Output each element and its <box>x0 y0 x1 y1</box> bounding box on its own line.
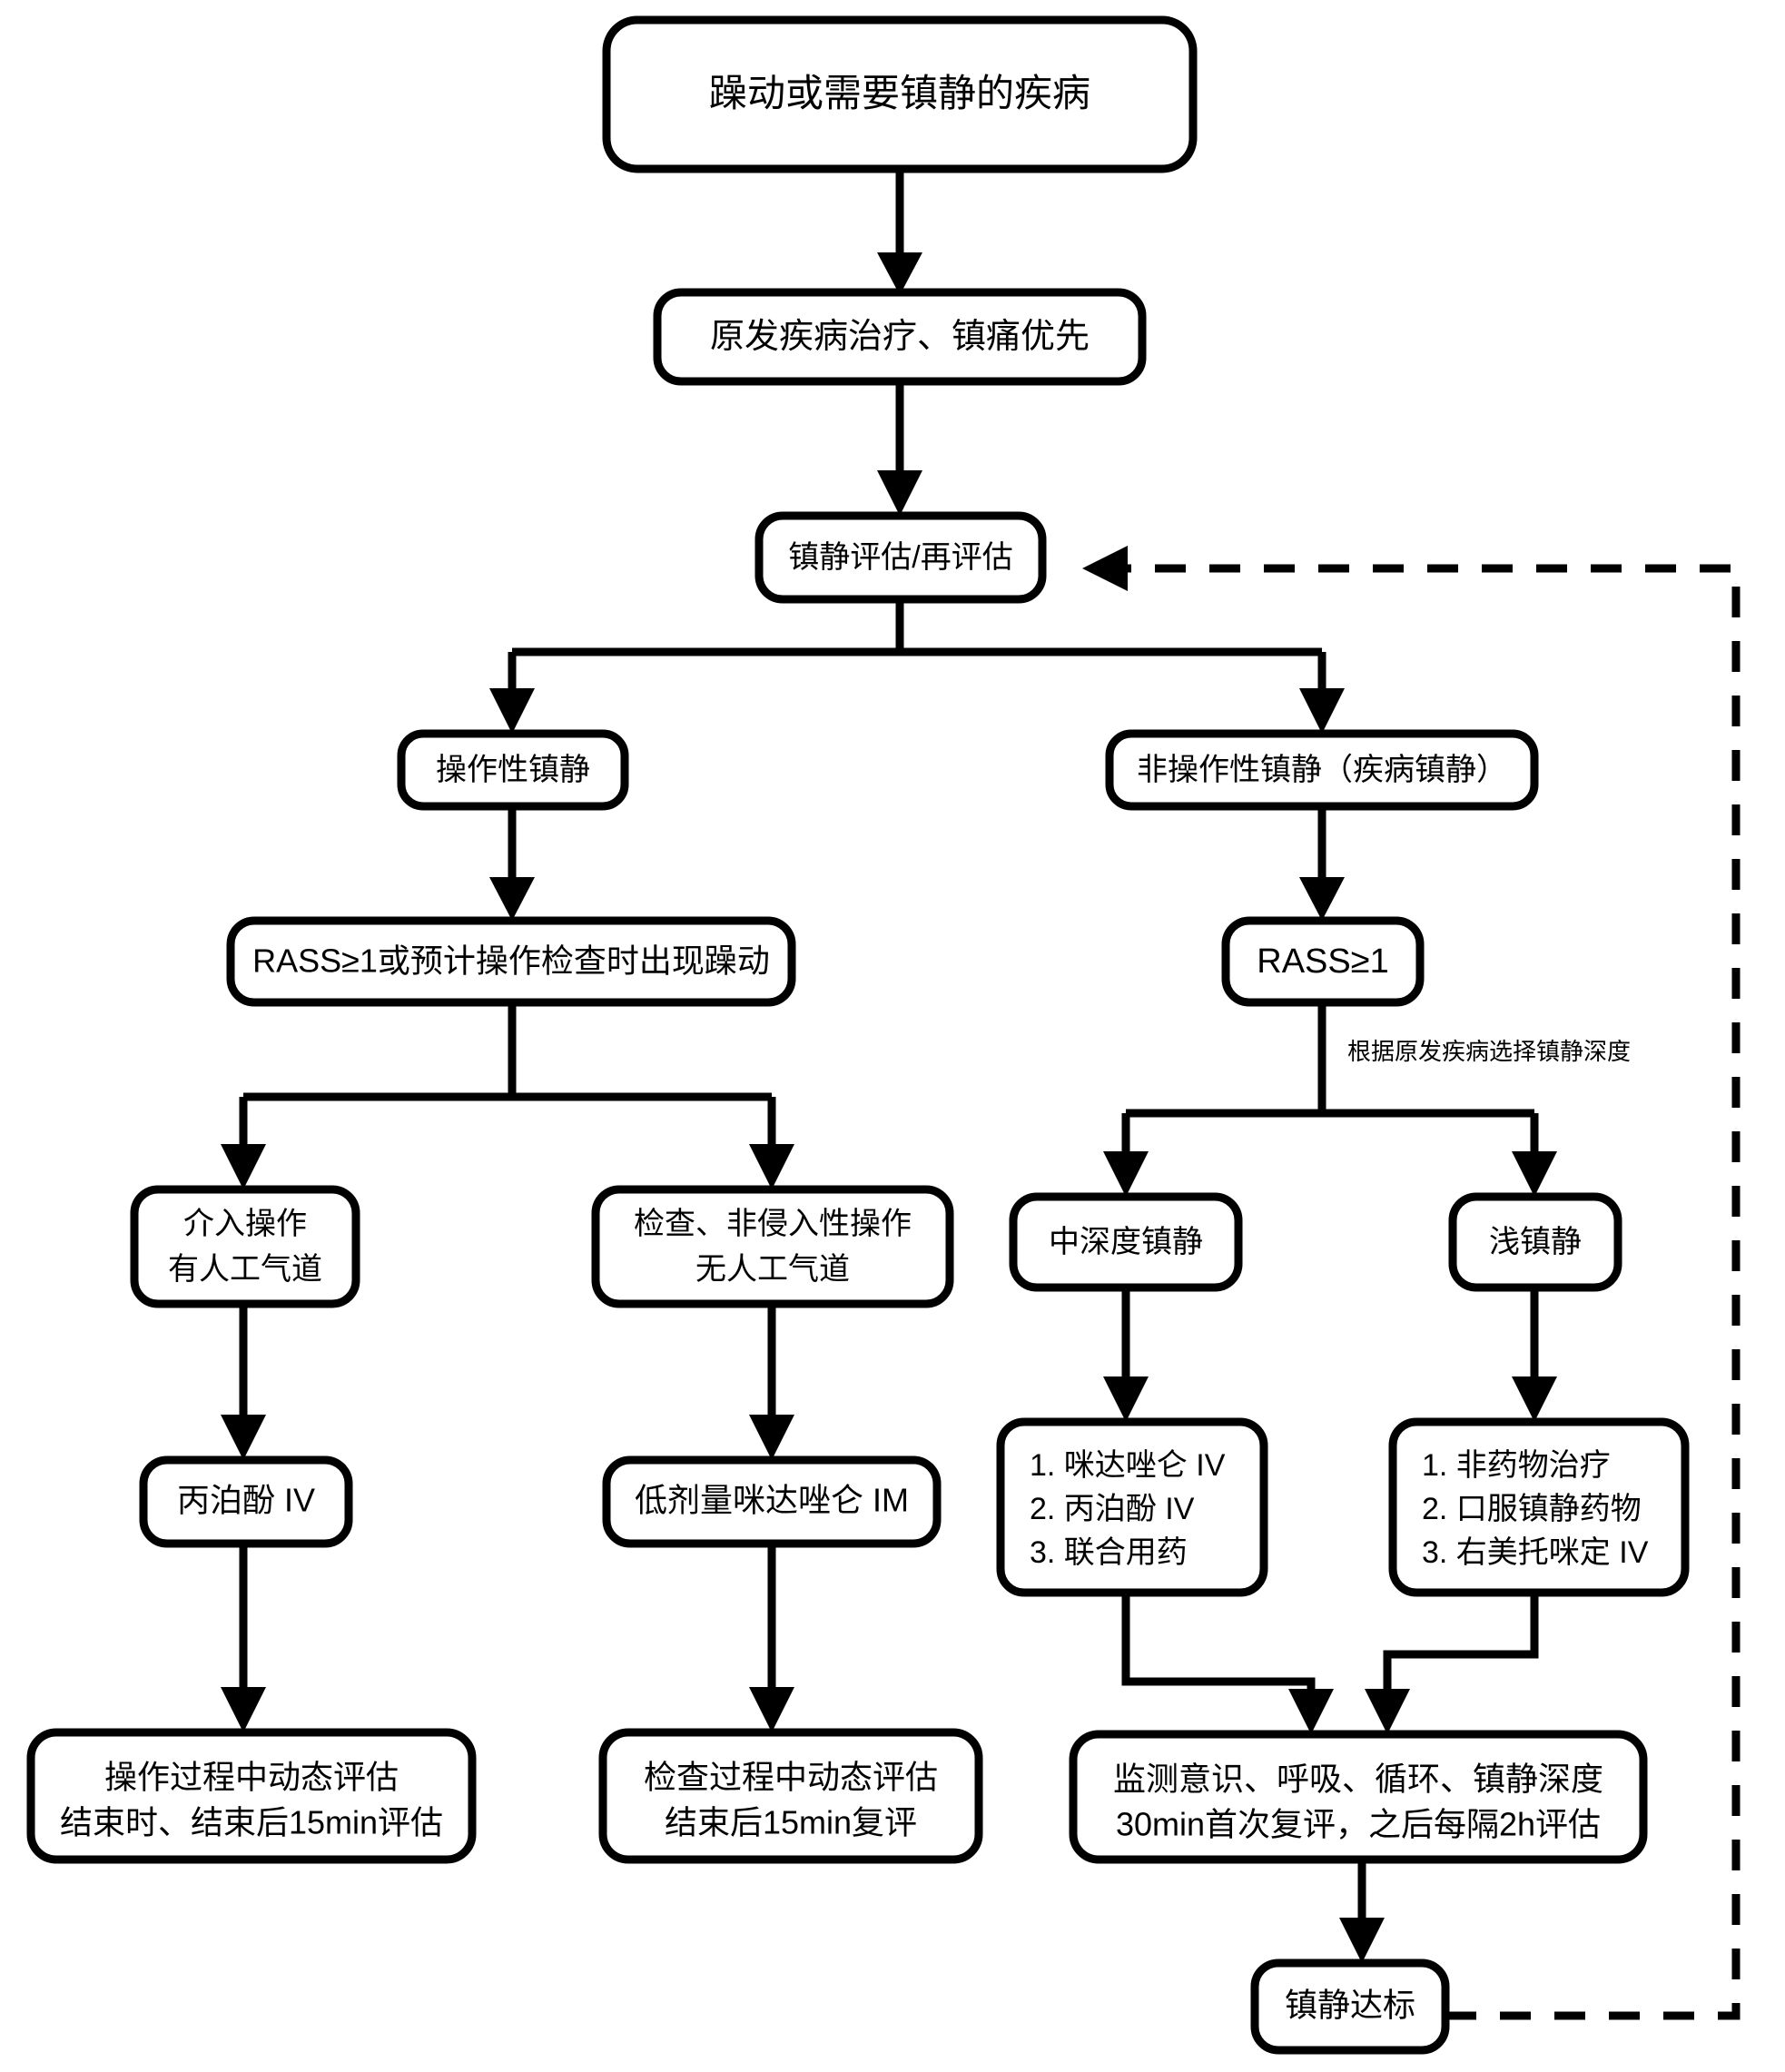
node-monitoring-schedule[interactable]: 监测意识、呼吸、循环、镇静深度 30min首次复评，之后每隔2h评估 <box>1069 1730 1648 1864</box>
arrowhead-feedback-n3 <box>1082 546 1128 591</box>
node-box <box>26 1728 477 1864</box>
list-item: 3. 联合用药 <box>1030 1535 1188 1570</box>
node-label-line1: 检查过程中动态评估 <box>644 1759 938 1796</box>
arrowhead-n7-n11 <box>1512 1151 1557 1197</box>
node-light-sedation-drug-list[interactable]: 1. 非药物治疗 2. 口服镇静药物 3. 右美托咪定 IV <box>1388 1417 1690 1597</box>
node-label: 丙泊酚 IV <box>177 1482 315 1519</box>
node-label-line2: 无人工气道 <box>695 1252 850 1287</box>
arrowhead-n6-n8 <box>221 1144 266 1189</box>
node-label: RASS≥1或预计操作检查时出现躁动 <box>252 942 770 980</box>
list-item: 1. 非药物治疗 <box>1422 1448 1611 1483</box>
node-low-dose-midazolam-im[interactable]: 低剂量咪达唑仑 IM <box>602 1455 942 1548</box>
node-primary-treatment[interactable]: 原发疾病治疗、镇痛优先 <box>653 288 1147 386</box>
node-exam-dynamic-assessment[interactable]: 检查过程中动态评估 结束后15min复评 <box>598 1728 983 1864</box>
list-item: 1. 咪达唑仑 IV <box>1030 1448 1226 1483</box>
node-box <box>996 1417 1268 1597</box>
node-label: 非操作性镇静（疾病镇静） <box>1137 753 1507 787</box>
arrowhead-n10-n14 <box>1103 1376 1149 1422</box>
node-box <box>1009 1192 1243 1292</box>
edge-n14-n18 <box>1121 1593 1316 1709</box>
arrowhead-n9-n13 <box>749 1415 794 1460</box>
node-rass-ge-1[interactable]: RASS≥1 <box>1221 916 1425 1007</box>
arrowhead-n3-n4 <box>489 688 535 734</box>
node-label-line2: 结束时、结束后15min评估 <box>60 1804 443 1841</box>
arrowhead-n7-n10 <box>1103 1151 1149 1197</box>
node-light-sedation[interactable]: 浅镇静 <box>1448 1192 1622 1292</box>
arrowhead-n13-n17 <box>749 1687 794 1732</box>
arrowhead-n2-n3 <box>877 470 922 516</box>
node-label: 中深度镇静 <box>1049 1225 1203 1259</box>
node-label-line2: 有人工气道 <box>168 1252 322 1287</box>
node-label: 镇静达标 <box>1285 1987 1415 2024</box>
node-moderate-deep-drug-list[interactable]: 1. 咪达唑仑 IV 2. 丙泊酚 IV 3. 联合用药 <box>996 1417 1268 1597</box>
node-label-line2: 结束后15min复评 <box>665 1804 917 1841</box>
node-box <box>1388 1417 1690 1597</box>
node-label: 躁动或需要镇静的疾病 <box>709 72 1090 114</box>
node-label: 浅镇静 <box>1489 1225 1582 1259</box>
arrowhead-n14-n18 <box>1288 1689 1334 1734</box>
node-label: 操作性镇静 <box>436 753 590 787</box>
node-label: 低剂量咪达唑仑 IM <box>635 1482 909 1519</box>
node-nonprocedural-sedation[interactable]: 非操作性镇静（疾病镇静） <box>1105 729 1539 811</box>
node-label-line2: 30min首次复评，之后每隔2h评估 <box>1116 1806 1601 1843</box>
node-label: 原发疾病治疗、镇痛优先 <box>710 318 1090 356</box>
arrowhead-n6-n9 <box>749 1144 794 1189</box>
node-box <box>139 1455 353 1548</box>
node-box <box>397 729 629 811</box>
node-box <box>1448 1192 1622 1292</box>
arrowhead-n5-n7 <box>1299 877 1345 921</box>
edge-n6-split <box>239 1002 776 1164</box>
arrowhead-n15-n18 <box>1365 1689 1410 1734</box>
arrowhead-n3-n5 <box>1299 688 1345 734</box>
node-exam-noninvasive-no-airway[interactable]: 检查、非侵入性操作 无人工气道 <box>591 1185 954 1308</box>
node-procedural-sedation[interactable]: 操作性镇静 <box>397 729 629 811</box>
edge-n15-n18 <box>1383 1593 1539 1709</box>
node-box <box>1221 916 1425 1007</box>
node-box <box>602 1455 942 1548</box>
node-rass-or-expected-agitation[interactable]: RASS≥1或预计操作检查时出现躁动 <box>226 916 796 1007</box>
node-box <box>602 15 1198 173</box>
node-box <box>591 1185 954 1308</box>
node-procedure-dynamic-assessment[interactable]: 操作过程中动态评估 结束时、结束后15min评估 <box>26 1728 477 1864</box>
arrowhead-n11-n15 <box>1512 1376 1557 1422</box>
list-item: 2. 口服镇静药物 <box>1422 1492 1642 1526</box>
list-item: 2. 丙泊酚 IV <box>1030 1492 1195 1526</box>
node-label-line1: 介入操作 <box>183 1207 307 1241</box>
node-box <box>754 511 1047 604</box>
node-sedation-target-reached[interactable]: 镇静达标 <box>1250 1959 1450 2055</box>
arrowhead-n12-n16 <box>221 1687 266 1732</box>
annotation-depth-note: 根据原发疾病选择镇静深度 <box>1347 1038 1631 1065</box>
node-sedation-assessment[interactable]: 镇静评估/再评估 <box>754 511 1047 604</box>
node-box <box>1069 1730 1648 1864</box>
node-moderate-deep-sedation[interactable]: 中深度镇静 <box>1009 1192 1243 1292</box>
edge-n3-split <box>508 599 1326 708</box>
list-item: 3. 右美托咪定 IV <box>1422 1535 1649 1570</box>
arrowhead-n1-n2 <box>877 252 922 295</box>
node-agitation-disease[interactable]: 躁动或需要镇静的疾病 <box>602 15 1198 173</box>
edge-n7-split <box>1121 1002 1539 1171</box>
node-interventional-with-airway[interactable]: 介入操作 有人工气道 <box>130 1185 360 1308</box>
node-label-line1: 检查、非侵入性操作 <box>634 1207 912 1241</box>
node-box <box>598 1728 983 1864</box>
arrowhead-n8-n12 <box>221 1415 266 1460</box>
node-box <box>1250 1959 1450 2055</box>
node-propofol-iv[interactable]: 丙泊酚 IV <box>139 1455 353 1548</box>
node-box <box>226 916 796 1007</box>
node-box <box>1105 729 1539 811</box>
node-label: 镇静评估/再评估 <box>788 540 1012 575</box>
node-label-line1: 操作过程中动态评估 <box>104 1759 399 1796</box>
node-box <box>130 1185 360 1308</box>
arrowhead-n4-n6 <box>489 877 535 921</box>
node-box <box>653 288 1147 386</box>
arrowhead-n18-n19 <box>1339 1918 1385 1963</box>
node-label-line1: 监测意识、呼吸、循环、镇静深度 <box>1113 1761 1603 1798</box>
node-label: RASS≥1 <box>1257 942 1388 981</box>
